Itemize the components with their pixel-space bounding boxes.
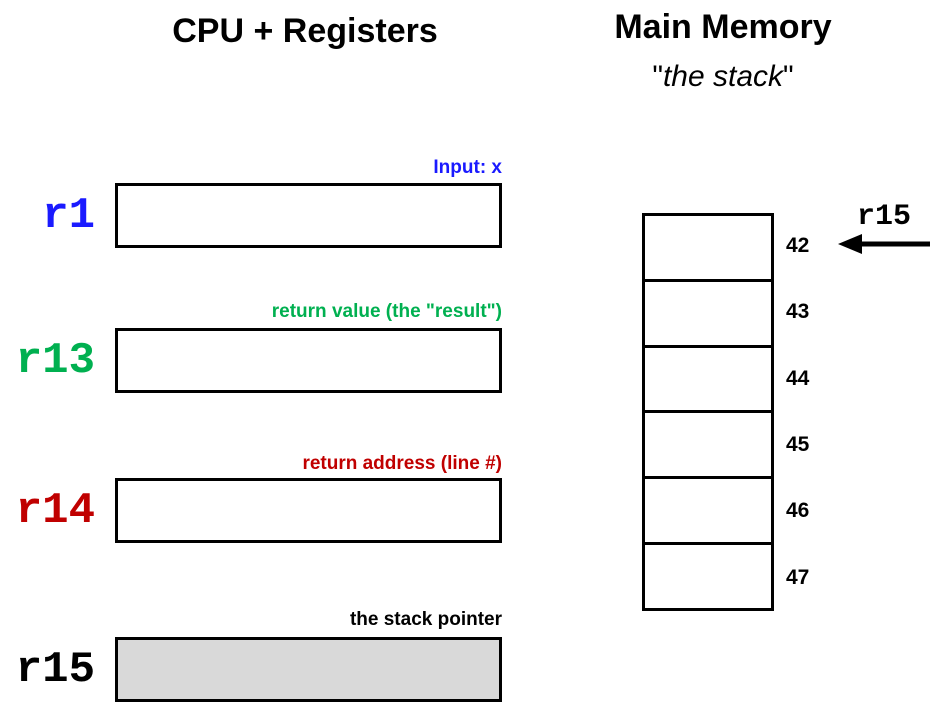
register-r14-annotation: return address (line #)	[302, 453, 502, 474]
memory-address: 44	[786, 367, 810, 390]
memory-cell	[645, 348, 771, 414]
register-r15-name: r15	[15, 644, 95, 695]
memory-cell	[645, 479, 771, 546]
register-r13-box	[115, 328, 502, 393]
register-r14-name: r14	[15, 485, 95, 536]
left-arrow-icon	[838, 234, 930, 254]
stack-pointer-arrow-label: r15	[856, 200, 911, 234]
stack-subtitle-open-quote: "	[652, 60, 663, 93]
main-memory-title: Main Memory	[614, 8, 832, 46]
memory-cell	[645, 545, 771, 608]
register-r14-box	[115, 478, 502, 543]
cpu-registers-title: CPU + Registers	[172, 12, 438, 50]
memory-stack	[642, 213, 774, 611]
memory-address: 47	[786, 566, 810, 589]
register-r15-box	[115, 637, 502, 702]
memory-cell	[645, 216, 771, 282]
stack-subtitle: "the stack"	[573, 60, 873, 94]
register-r1-name: r1	[42, 190, 95, 241]
stack-subtitle-text: the stack	[662, 60, 784, 93]
memory-address: 42	[786, 234, 810, 257]
memory-address: 43	[786, 300, 810, 323]
register-r15-annotation: the stack pointer	[349, 609, 502, 630]
memory-address: 46	[786, 499, 810, 522]
stack-subtitle-close-quote: "	[783, 60, 794, 93]
register-r1-annotation: Input: x	[433, 157, 502, 178]
memory-cell	[645, 413, 771, 480]
memory-address: 45	[786, 433, 810, 456]
memory-cell	[645, 282, 771, 348]
register-r13-name: r13	[15, 335, 95, 386]
register-r1-box	[115, 183, 502, 248]
register-r13-annotation: return value (the "result")	[271, 301, 502, 322]
